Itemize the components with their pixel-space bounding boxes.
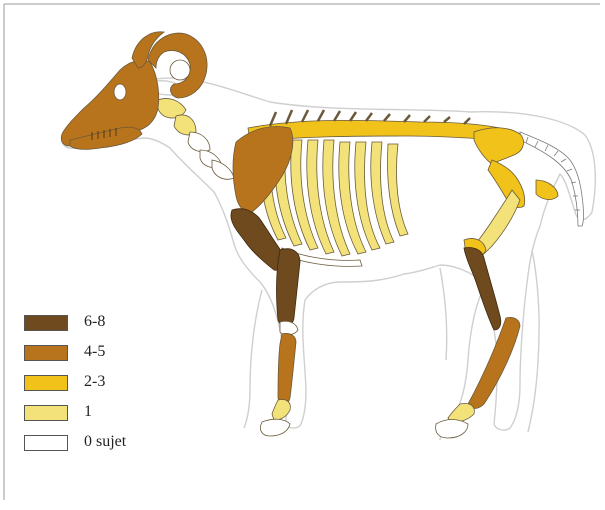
legend-label-0-sujet: 0 sujet [84, 433, 126, 451]
forearm [277, 249, 301, 327]
tail-vertebrae [520, 132, 584, 226]
legend-label-4-5: 4-5 [84, 343, 105, 361]
legend-label-1: 1 [84, 403, 92, 421]
cervical-vertebrae [157, 98, 234, 179]
carpus [280, 321, 298, 335]
hind-metatarsal [464, 247, 501, 330]
legend-item-6-8: 6-8 [24, 312, 224, 334]
legend-swatch-6-8 [24, 315, 68, 331]
legend-item-2-3: 2-3 [24, 372, 224, 394]
legend-label-6-8: 6-8 [84, 313, 105, 331]
legend-swatch-4-5 [24, 345, 68, 361]
legend-item-0-sujet: 0 sujet [24, 432, 224, 454]
legend-label-2-3: 2-3 [84, 373, 105, 391]
pelvis [474, 128, 523, 164]
legend-swatch-0-sujet [24, 435, 68, 451]
metacarpal [278, 333, 296, 404]
horn-core-ring [170, 60, 190, 80]
hind-knee [536, 180, 558, 200]
front-pastern [272, 399, 290, 420]
legend-swatch-1 [24, 405, 68, 421]
legend-item-1: 1 [24, 402, 224, 424]
hind-hoof [436, 420, 468, 439]
legend-item-4-5: 4-5 [24, 342, 224, 364]
legend-swatch-2-3 [24, 375, 68, 391]
front-hoof [260, 419, 290, 436]
eye-orbit [114, 84, 126, 100]
